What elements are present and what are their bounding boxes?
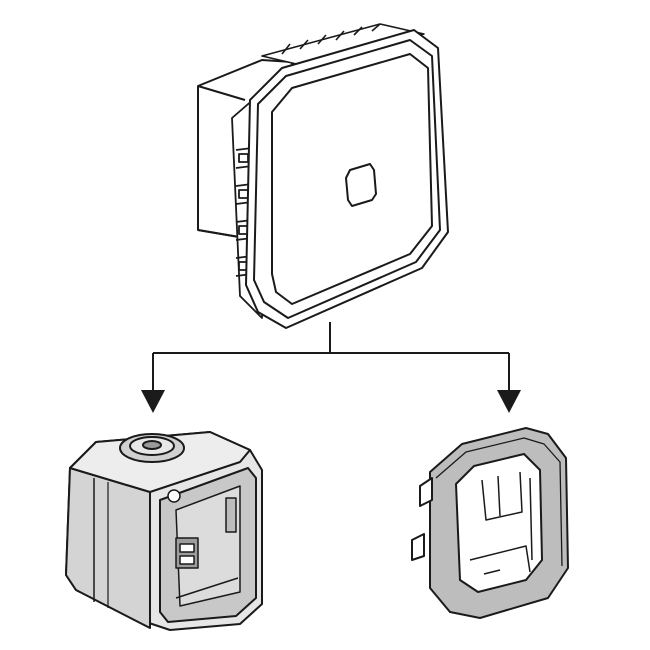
mounting-frame bbox=[411, 427, 569, 619]
assembled-unit bbox=[197, 23, 449, 329]
connector-arrows bbox=[141, 390, 521, 413]
assembled-unit-indicator-window bbox=[345, 163, 377, 207]
connector-lines bbox=[152, 322, 510, 392]
mounting-frame-side-tabs bbox=[411, 477, 433, 561]
arrow-down-left-icon bbox=[141, 390, 165, 413]
assembled-unit-top-teeth bbox=[261, 23, 425, 67]
surface-box-terminal-block bbox=[167, 489, 239, 599]
surface-box-cable-entry bbox=[119, 433, 185, 463]
mounting-frame-inner-rails bbox=[469, 471, 533, 575]
mounting-frame-opening bbox=[455, 453, 543, 593]
surface-box bbox=[65, 431, 263, 631]
arrow-down-right-icon bbox=[497, 390, 521, 413]
